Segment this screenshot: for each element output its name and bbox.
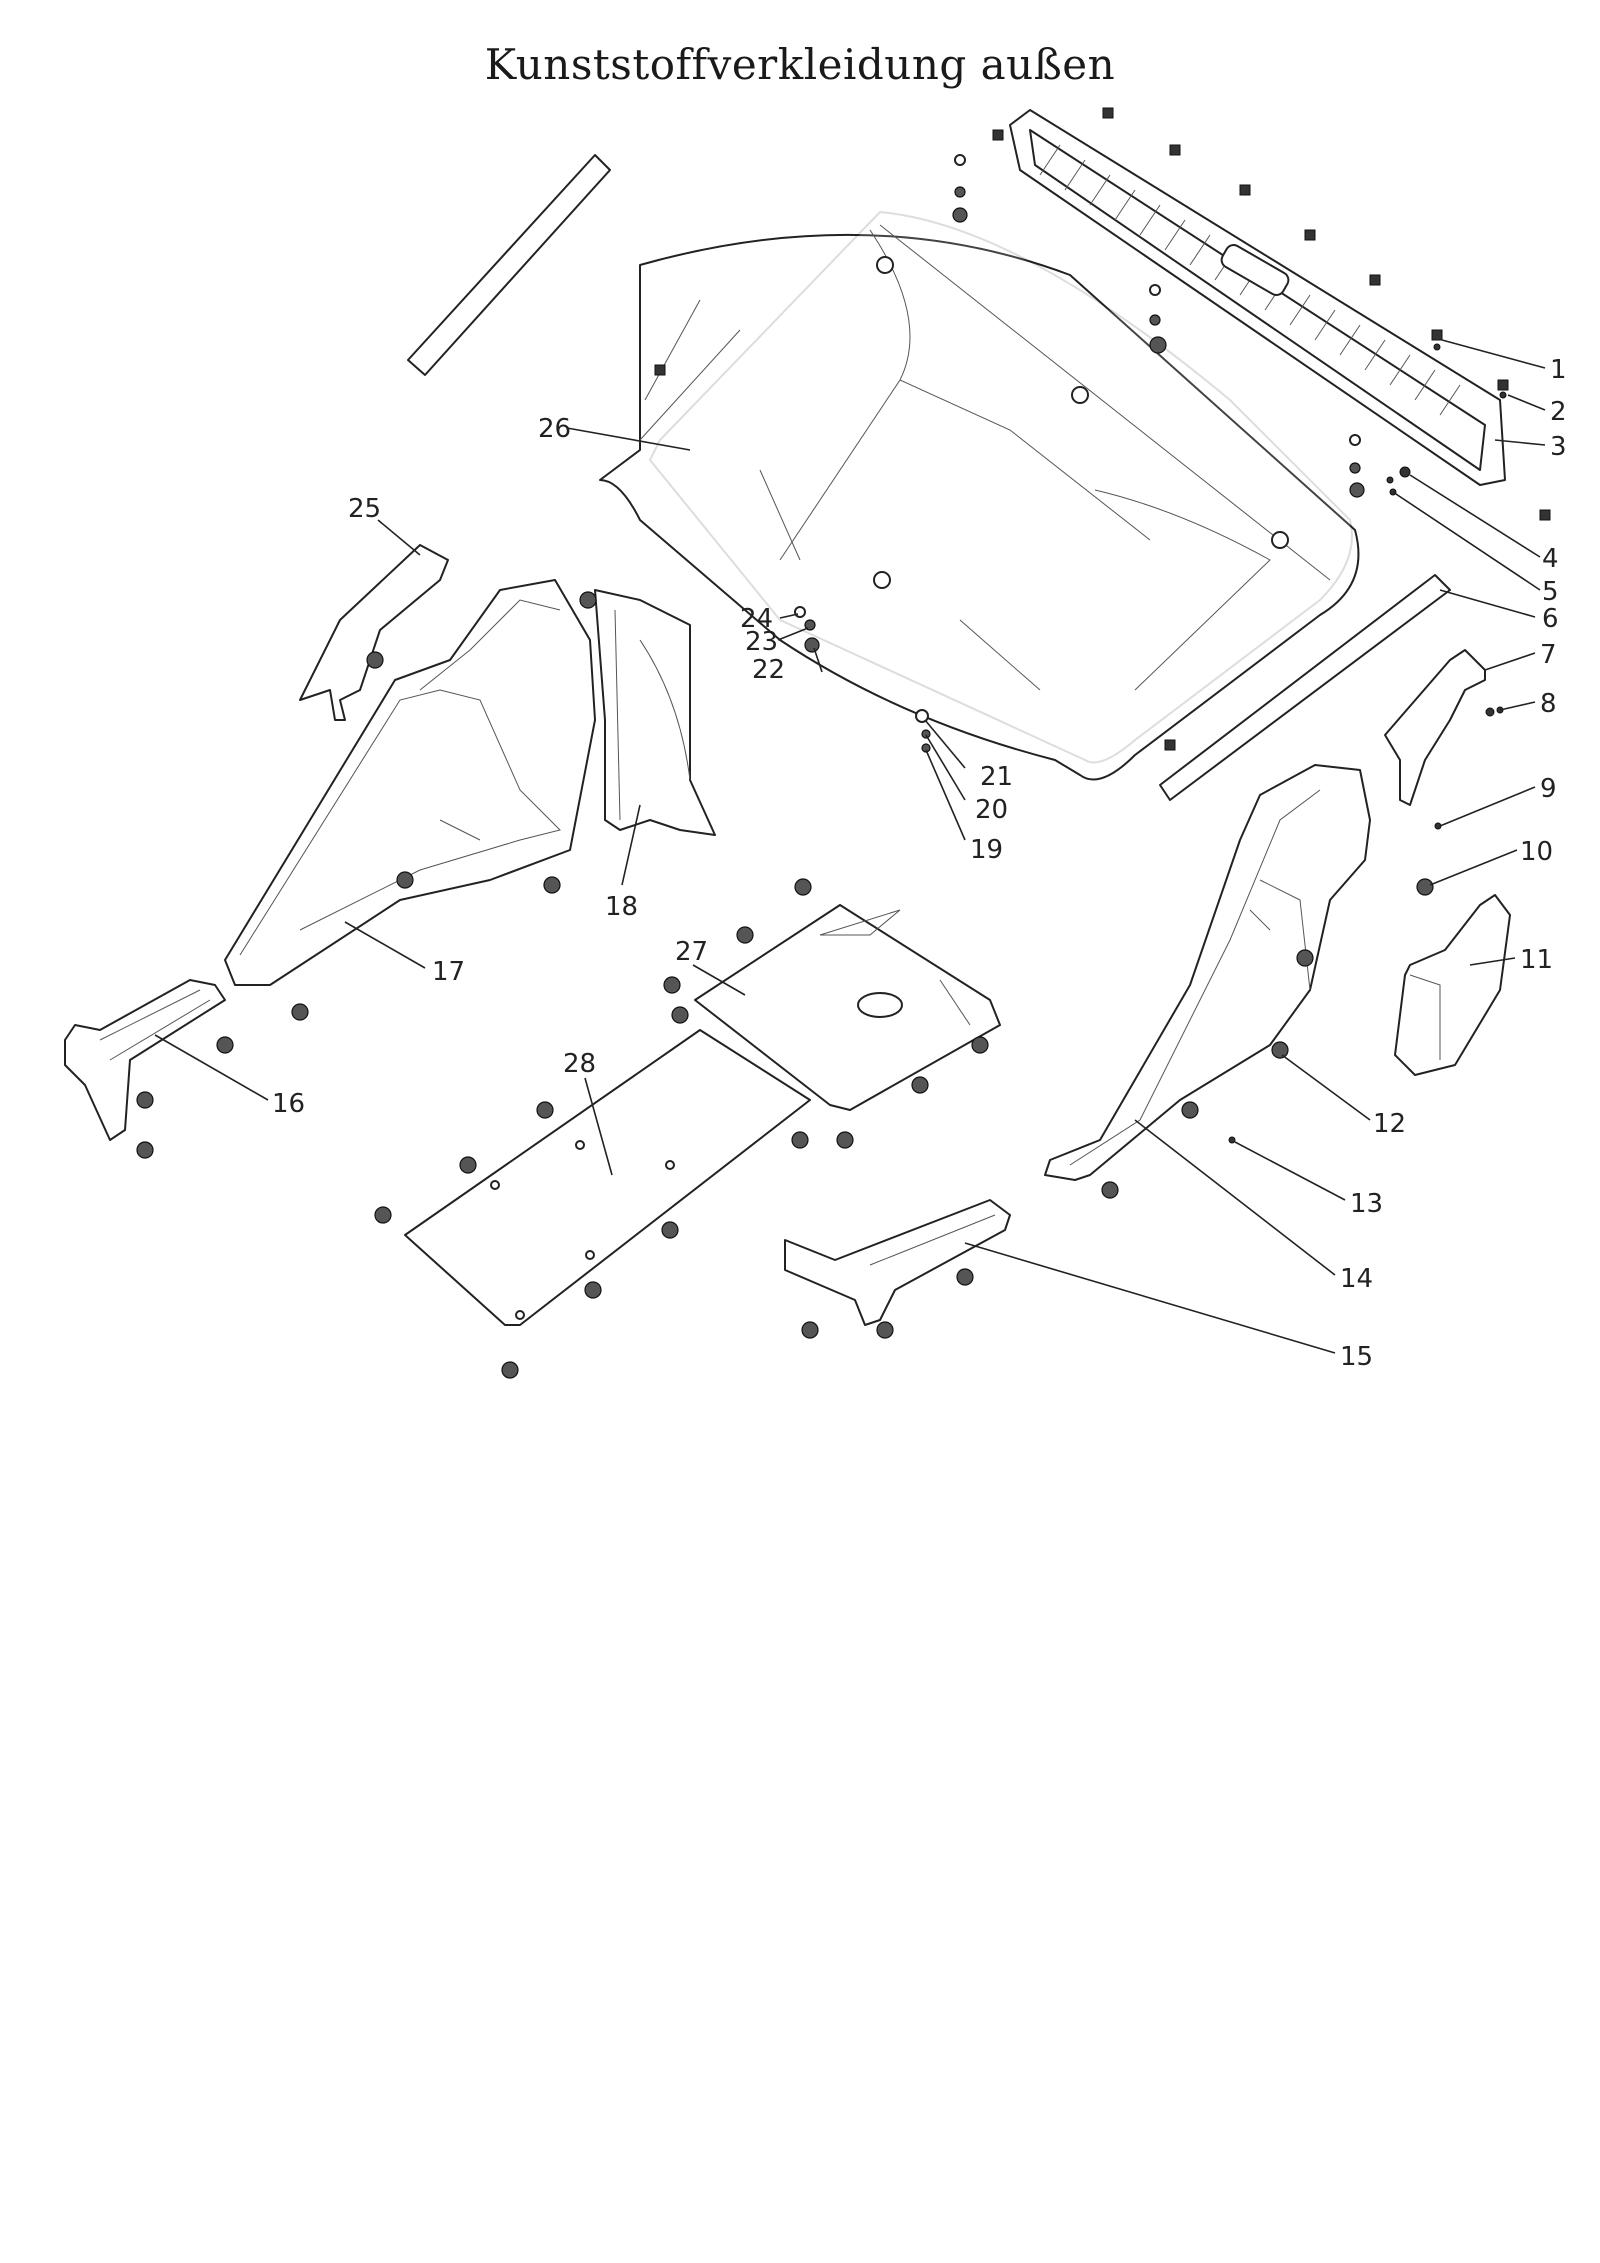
fastener-part-2 <box>1497 379 1509 399</box>
part-7-bracket <box>1384 649 1486 806</box>
callout-labels: 1 2 3 4 5 6 7 8 9 10 11 12 13 14 15 16 1… <box>272 355 1567 1372</box>
callout-12: 12 <box>1373 1109 1406 1139</box>
leader-lines <box>154 339 1546 1354</box>
callout-15: 15 <box>1340 1342 1373 1372</box>
callout-1: 1 <box>1550 355 1567 385</box>
callout-23: 23 <box>745 627 778 657</box>
callout-17: 17 <box>432 957 465 987</box>
part-15-bracket <box>784 1199 1011 1326</box>
callout-4: 4 <box>1542 544 1559 574</box>
page-title: Kunststoffverkleidung außen <box>484 40 1116 89</box>
part-18-panel <box>594 589 716 836</box>
grommet-part-12 <box>1271 1041 1289 1059</box>
grommets-plates <box>136 591 1314 1379</box>
part-26-roof-panel <box>599 211 1360 781</box>
part-3-rear-panel <box>1009 109 1506 486</box>
callout-26: 26 <box>538 414 571 444</box>
callout-2: 2 <box>1550 397 1567 427</box>
part-28-plate <box>404 1029 811 1326</box>
callout-13: 13 <box>1350 1189 1383 1219</box>
callout-27: 27 <box>675 937 708 967</box>
part-6-strip-right <box>1159 574 1451 801</box>
washer-set <box>952 154 1365 498</box>
callout-10: 10 <box>1520 837 1553 867</box>
fastener-clip <box>654 107 1551 751</box>
fastener-part-1 <box>1431 329 1443 351</box>
callout-16: 16 <box>272 1089 305 1119</box>
part-6-strip-left <box>407 154 611 376</box>
fastener-parts-22-24 <box>794 606 820 653</box>
fastener-part-4 <box>1386 466 1411 484</box>
part-27-plate <box>694 904 1001 1111</box>
part-14-right-side-panel <box>1044 764 1371 1181</box>
callout-22: 22 <box>752 655 785 685</box>
callout-7: 7 <box>1540 640 1557 670</box>
part-17-left-side-panel <box>224 579 596 986</box>
callout-8: 8 <box>1540 689 1557 719</box>
callout-20: 20 <box>975 795 1008 825</box>
fastener-parts-19-21 <box>915 709 931 753</box>
screw-part-13 <box>1228 1136 1236 1144</box>
callout-3: 3 <box>1550 432 1567 462</box>
callout-14: 14 <box>1340 1264 1373 1294</box>
callout-19: 19 <box>970 835 1003 865</box>
callout-6: 6 <box>1542 604 1559 634</box>
nut-part-10 <box>1416 878 1434 896</box>
callout-25: 25 <box>348 494 381 524</box>
part-11-cover <box>1394 894 1511 1076</box>
fasteners <box>136 107 1551 1379</box>
callout-21: 21 <box>980 762 1013 792</box>
callout-9: 9 <box>1540 774 1557 804</box>
callout-11: 11 <box>1520 945 1553 975</box>
callout-5: 5 <box>1542 577 1559 607</box>
part-16-bracket <box>64 979 226 1141</box>
callout-24: 24 <box>740 604 773 634</box>
fastener-part-8 <box>1485 706 1504 717</box>
callout-28: 28 <box>563 1049 596 1079</box>
callout-18: 18 <box>605 892 638 922</box>
